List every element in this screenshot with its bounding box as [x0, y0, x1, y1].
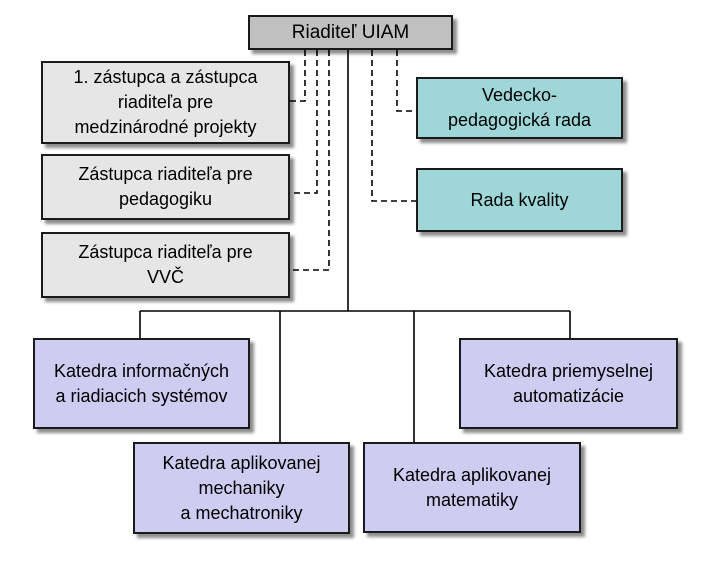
- dashed-link-council-1: [396, 50, 416, 112]
- dashed-link-council-2: [371, 50, 416, 202]
- dashed-link-deputy-2: [290, 50, 318, 194]
- council-box-quality: Rada kvality: [416, 168, 623, 232]
- council-box-scientific-pedagogical: Vedecko- pedagogická rada: [416, 77, 623, 139]
- deputy-box-international-projects: 1. zástupca a zástupca riaditeľa pre med…: [41, 61, 290, 144]
- dashed-link-deputy-1: [290, 50, 306, 102]
- department-box-applied-mathematics: Katedra aplikovanej matematiky: [363, 442, 581, 533]
- deputy-box-pedagogy: Zástupca riaditeľa pre pedagogiku: [41, 154, 290, 220]
- department-box-applied-mechanics: Katedra aplikovanej mechaniky a mechatro…: [133, 442, 350, 534]
- deputy-box-research: Zástupca riaditeľa pre VVČ: [41, 232, 290, 298]
- department-box-information-control-systems: Katedra informačných a riadiacich systém…: [33, 338, 250, 429]
- dashed-link-deputy-3: [290, 50, 330, 271]
- director-box: Riaditeľ UIAM: [248, 15, 453, 50]
- department-box-industrial-automation: Katedra priemyselnej automatizácie: [459, 338, 678, 429]
